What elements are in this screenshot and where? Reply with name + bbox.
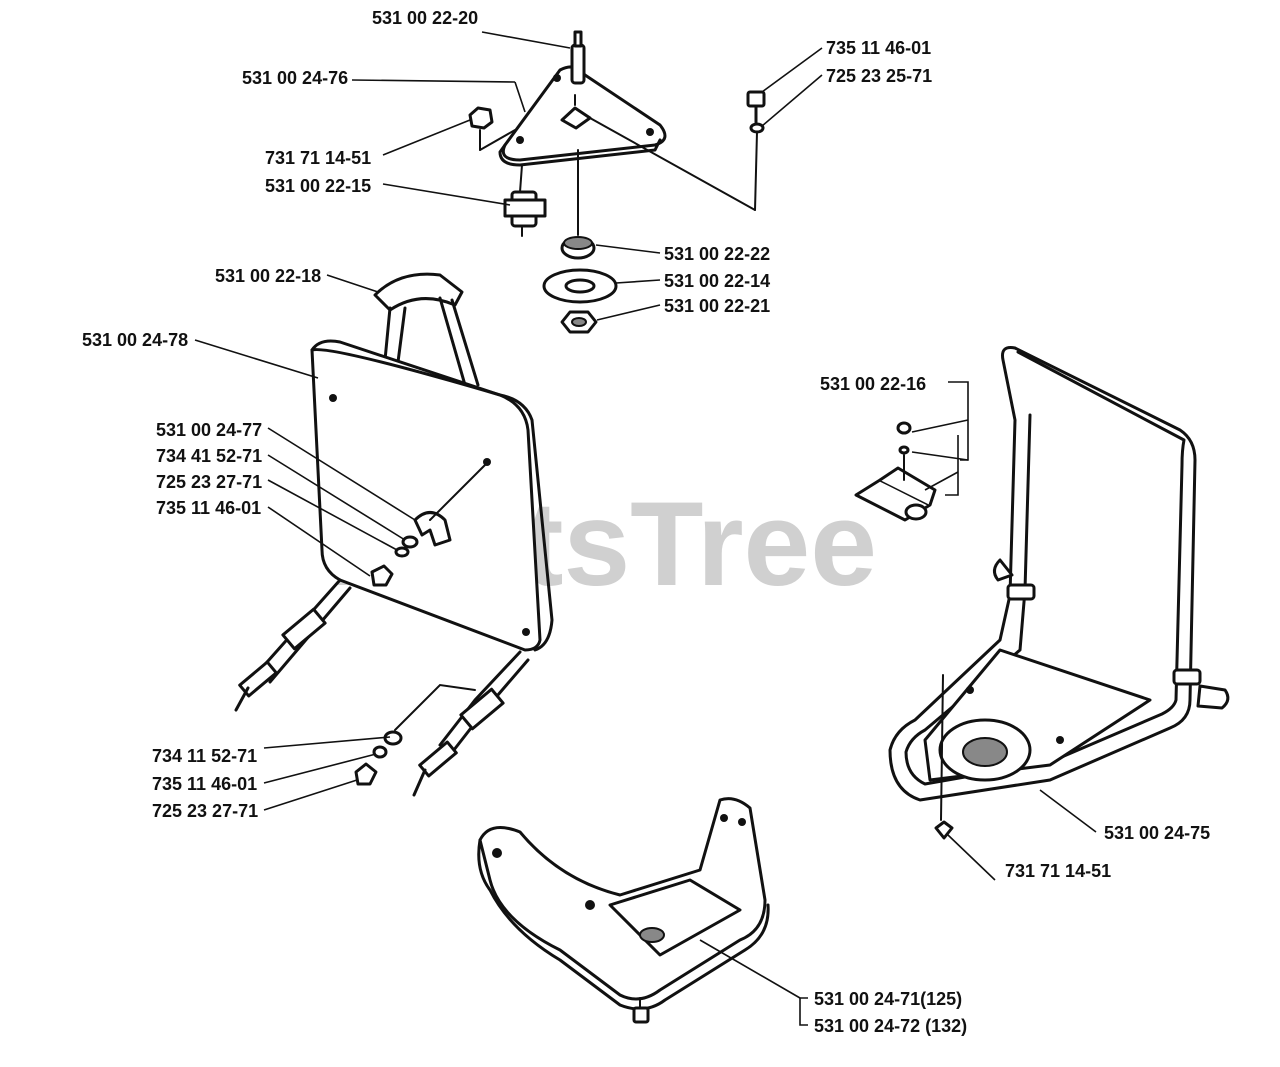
label-731-71-14-51-top: 731 71 14-51 [265, 148, 371, 168]
label-531-00-22-20: 531 00 22-20 [372, 8, 478, 28]
nut-531-00-22-21 [560, 310, 598, 334]
bushing-531-00-22-22 [560, 236, 596, 260]
label-735-11-46-01-low: 735 11 46-01 [152, 774, 257, 794]
label-531-00-24-72: 531 00 24-72 (132) [814, 1016, 967, 1036]
label-531-00-22-15: 531 00 22-15 [265, 176, 371, 196]
label-531-00-22-21: 531 00 22-21 [664, 296, 770, 316]
label-531-00-22-14: 531 00 22-14 [664, 271, 770, 291]
label-725-23-27-71-low: 725 23 27-71 [152, 801, 258, 821]
bolt-735-top [589, 90, 766, 211]
lever-531-00-22-16 [854, 421, 937, 522]
seat-back-531-00-24-78 [310, 339, 554, 652]
label-531-00-24-71: 531 00 24-71(125) [814, 989, 962, 1009]
label-531-00-24-78: 531 00 24-78 [82, 330, 188, 350]
nut-731-top [468, 106, 516, 151]
label-531-00-24-76: 531 00 24-76 [242, 68, 348, 88]
label-531-00-22-18: 531 00 22-18 [215, 266, 321, 286]
pivot-pin-top [570, 30, 586, 85]
seat-frame-531-00-24-75 [888, 346, 1230, 840]
label-531-00-24-77: 531 00 24-77 [156, 420, 262, 440]
label-735-11-46-01-mid: 735 11 46-01 [156, 498, 261, 518]
label-531-00-22-22: 531 00 22-22 [664, 244, 770, 264]
part-labels: 531 00 22-20 531 00 24-76 735 11 46-01 7… [82, 8, 1210, 1036]
clamp-bracket-531-00-22-15 [503, 164, 547, 237]
label-531-00-22-16: 531 00 22-16 [820, 374, 926, 394]
label-725-23-27-71-mid: 725 23 27-71 [156, 472, 262, 492]
seat-back-lower-fasteners [354, 683, 476, 786]
leader-lines [194, 31, 1097, 1026]
seat-pan-531-00-24-71 [477, 797, 770, 1024]
label-735-11-46-01-top: 735 11 46-01 [826, 38, 931, 58]
seat-back-fasteners [370, 464, 486, 587]
label-734-41-52-71: 734 41 52-71 [156, 446, 262, 466]
label-734-11-52-71: 734 11 52-71 [152, 746, 257, 766]
washer-531-00-22-14 [542, 268, 618, 304]
label-731-71-14-51-low: 731 71 14-51 [1005, 861, 1111, 881]
label-725-23-25-71: 725 23 25-71 [826, 66, 932, 86]
label-531-00-24-75: 531 00 24-75 [1104, 823, 1210, 843]
handle-grip-531-00-22-18 [373, 272, 480, 387]
seat-back-left-rail [234, 578, 352, 712]
seat-back-right-rail [412, 650, 530, 797]
